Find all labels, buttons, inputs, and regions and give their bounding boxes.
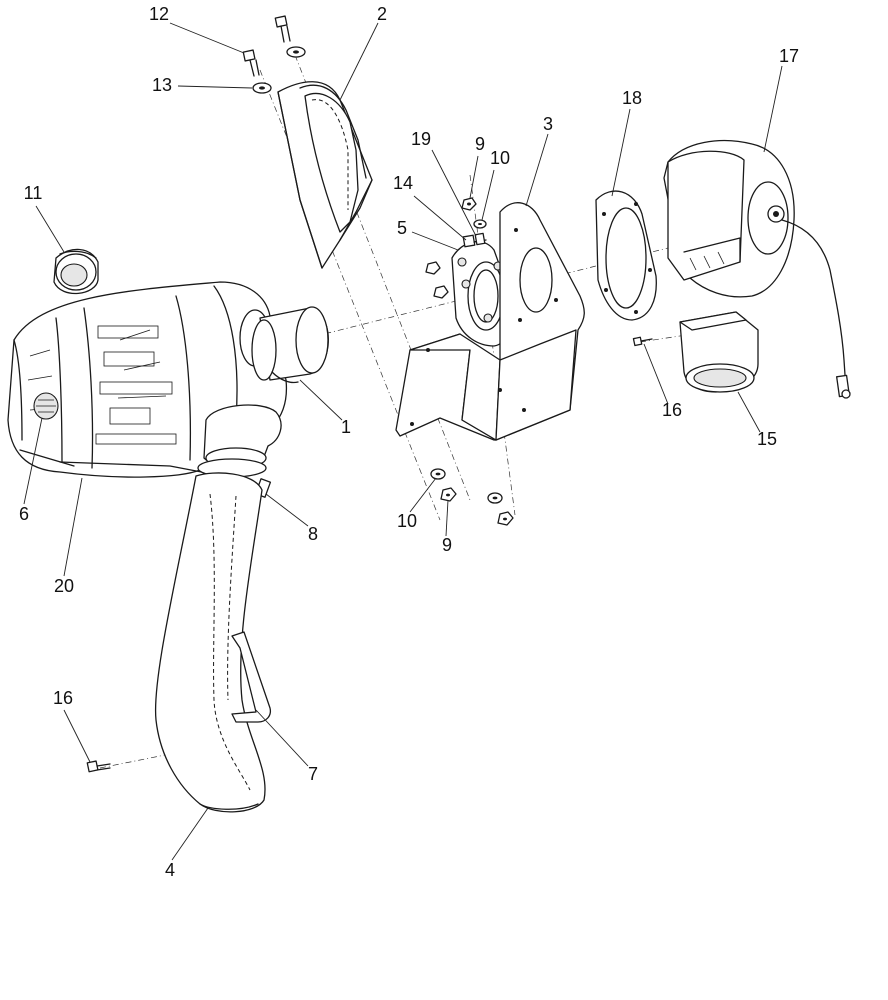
callout-labels: 12 2 13 17 18 3 19 9 10 14 11 5 1 16 15 … xyxy=(19,4,799,880)
nut-part-9-upper xyxy=(461,197,477,211)
adapter-tube-part-1 xyxy=(251,306,329,384)
rain-cap-part-11 xyxy=(53,248,99,295)
nut-part-9-lower xyxy=(440,487,514,526)
callout-5: 5 xyxy=(397,218,407,238)
nut-part-19 xyxy=(474,232,486,246)
clamp-band-part-2 xyxy=(277,81,373,269)
callout-19: 19 xyxy=(411,129,431,149)
transition-duct-part-15 xyxy=(679,311,759,393)
intake-hose-part-4 xyxy=(154,472,266,813)
callout-9-upper: 9 xyxy=(475,134,485,154)
leader-lines xyxy=(23,22,783,861)
callout-3: 3 xyxy=(543,114,553,134)
callout-18: 18 xyxy=(622,88,642,108)
blower-housing-part-17 xyxy=(663,139,851,399)
callout-11: 11 xyxy=(24,183,43,203)
nuts-left-of-flange xyxy=(425,261,449,299)
washer-part-10-lower xyxy=(430,468,503,504)
callout-4: 4 xyxy=(165,860,175,880)
callout-16-right: 16 xyxy=(662,400,682,420)
callout-16-left: 16 xyxy=(53,688,73,708)
callout-20: 20 xyxy=(54,576,74,596)
callout-12: 12 xyxy=(149,4,169,24)
screw-part-16-right xyxy=(632,336,653,347)
callout-6: 6 xyxy=(19,504,29,524)
washer-part-10-upper xyxy=(473,219,487,229)
callout-2: 2 xyxy=(377,4,387,24)
callout-7: 7 xyxy=(308,764,318,784)
callout-10-upper: 10 xyxy=(490,148,510,168)
callout-14: 14 xyxy=(393,173,413,193)
callout-13: 13 xyxy=(152,75,172,95)
screw-part-16-left xyxy=(86,760,111,773)
mounting-bracket-part-3 xyxy=(395,202,585,441)
callout-1: 1 xyxy=(341,417,351,437)
callout-8: 8 xyxy=(308,524,318,544)
callout-15: 15 xyxy=(757,429,777,449)
callout-17: 17 xyxy=(779,46,799,66)
callout-9-lower: 9 xyxy=(442,535,452,555)
outlet-elbow xyxy=(203,404,282,469)
evacuator-valve-part-6 xyxy=(33,392,59,420)
callout-10-lower: 10 xyxy=(397,511,417,531)
support-bracket-part-7 xyxy=(231,631,272,723)
washer-part-13 xyxy=(252,46,306,94)
bolt-part-12 xyxy=(242,15,291,77)
gasket-part-18 xyxy=(595,190,657,321)
